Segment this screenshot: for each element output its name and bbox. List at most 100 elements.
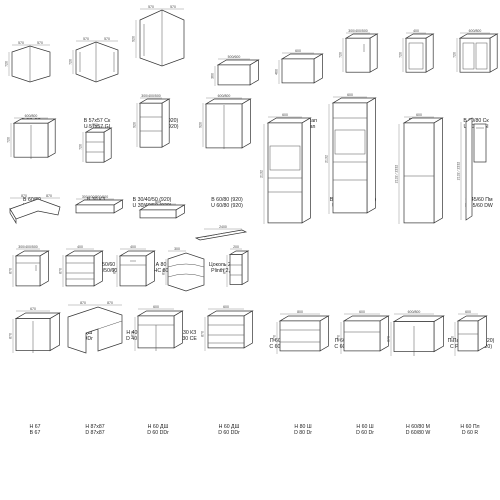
svg-text:870: 870: [337, 335, 341, 341]
caption-code-ru: В 60/80 Ск: [463, 118, 489, 124]
svg-text:870: 870: [131, 331, 135, 337]
cabinet-item: 500/600360В 50/60 ОкапU 50/60 Fan: [211, 55, 260, 130]
caption-code-en: D 30 CE: [177, 336, 197, 342]
caption-code-en: НС 80: [153, 268, 169, 274]
svg-text:600/800: 600/800: [25, 114, 38, 118]
caption-code-ru: Ф 45/60 Пм: [465, 197, 493, 203]
svg-text:870: 870: [59, 268, 63, 274]
svg-text:400: 400: [77, 245, 83, 249]
svg-text:570: 570: [170, 5, 176, 9]
caption-code-en: D 60/80 W: [405, 430, 431, 436]
caption-code-ru: Н 60 Пл: [460, 424, 480, 430]
caption-code-ru: Н 60/80 М: [406, 424, 430, 430]
cabinet-drawing: 600/800 720: [7, 114, 57, 159]
svg-text:2400: 2400: [219, 225, 227, 229]
svg-text:600: 600: [223, 305, 229, 309]
cabinet-item: 570570920В 57х57 (920)U 57x57 (920): [132, 5, 190, 130]
svg-text:2132: 2132: [325, 155, 329, 163]
caption-code-ru: Н 80 Ш: [294, 424, 312, 430]
cabinet-drawing: 300/400/500 870: [9, 245, 50, 287]
caption-code-ru: Н 60 ДШ: [218, 424, 240, 430]
cabinet-drawing: 600/800 920: [199, 94, 252, 149]
svg-text:300: 300: [92, 123, 98, 127]
svg-text:920: 920: [199, 122, 203, 128]
caption-code-ru: Н 67: [29, 424, 41, 430]
cabinet-drawing: 800: [138, 200, 186, 219]
caption-code-ru: Н 60 ДШ: [147, 424, 169, 430]
svg-text:870: 870: [107, 301, 113, 305]
svg-text:870: 870: [451, 336, 455, 342]
caption-code-en: D 60 DDr: [147, 430, 169, 436]
svg-text:600/800: 600/800: [218, 94, 231, 98]
cabinet-drawing: 2132 / 2332: [457, 117, 473, 221]
caption-code-ru: Н 60 Ш: [356, 424, 374, 430]
cabinet-drawing: 570 570 920: [132, 5, 185, 67]
svg-text:360: 360: [211, 73, 215, 79]
cabinet-drawing: 600 2132: [325, 93, 377, 214]
svg-text:920: 920: [132, 36, 136, 42]
svg-text:300: 300: [174, 247, 180, 251]
svg-text:570: 570: [104, 37, 110, 41]
svg-text:300/400/500: 300/400/500: [141, 94, 161, 98]
svg-text:870: 870: [21, 194, 27, 198]
cabinet-caption: В 60/80 (920)U 60/80 (920): [190, 197, 264, 209]
caption-code-ru: Н 30 КЗ: [177, 330, 197, 336]
cabinet-drawing: 600 870: [201, 305, 254, 351]
svg-text:870: 870: [9, 268, 13, 274]
svg-text:570: 570: [148, 5, 154, 9]
svg-text:600/800: 600/800: [408, 310, 421, 314]
cabinet-item: 870870А 87х87НС 87x87: [8, 194, 64, 274]
cabinet-drawing: 2400: [194, 225, 248, 241]
svg-text:870: 870: [273, 335, 277, 341]
svg-text:300/400/500: 300/400/500: [18, 245, 38, 249]
svg-text:800: 800: [297, 310, 303, 314]
cabinet-item: 400720В 40 СкU 40 GI: [398, 29, 438, 130]
svg-text:720: 720: [5, 61, 9, 67]
svg-text:870: 870: [113, 268, 117, 274]
svg-text:570: 570: [37, 41, 43, 45]
cabinet-drawing: 710: [467, 123, 487, 163]
svg-text:500/600: 500/600: [228, 55, 241, 59]
svg-text:720: 720: [7, 137, 11, 143]
svg-text:870: 870: [201, 331, 205, 337]
svg-text:300/400/500: 300/400/500: [348, 29, 368, 33]
caption-code-ru: Цоколь 2,4: [208, 262, 236, 268]
svg-text:600: 600: [465, 310, 471, 314]
svg-text:600: 600: [347, 93, 353, 97]
svg-text:2132: 2132: [260, 170, 264, 178]
caption-code-ru: В 30/40/50 (920): [132, 197, 172, 203]
svg-text:870: 870: [9, 333, 13, 339]
svg-text:400: 400: [413, 29, 419, 33]
cabinet-item: 300/400/500/600А 30/40/50/60НС 30/40/50/…: [72, 195, 126, 274]
svg-text:800: 800: [155, 200, 161, 204]
svg-text:2132 / 2332: 2132 / 2332: [457, 162, 461, 181]
svg-text:460: 460: [275, 69, 279, 75]
cabinet-item: 600460В 60 (920) ОкапU 60 (920) Fan: [275, 49, 324, 130]
